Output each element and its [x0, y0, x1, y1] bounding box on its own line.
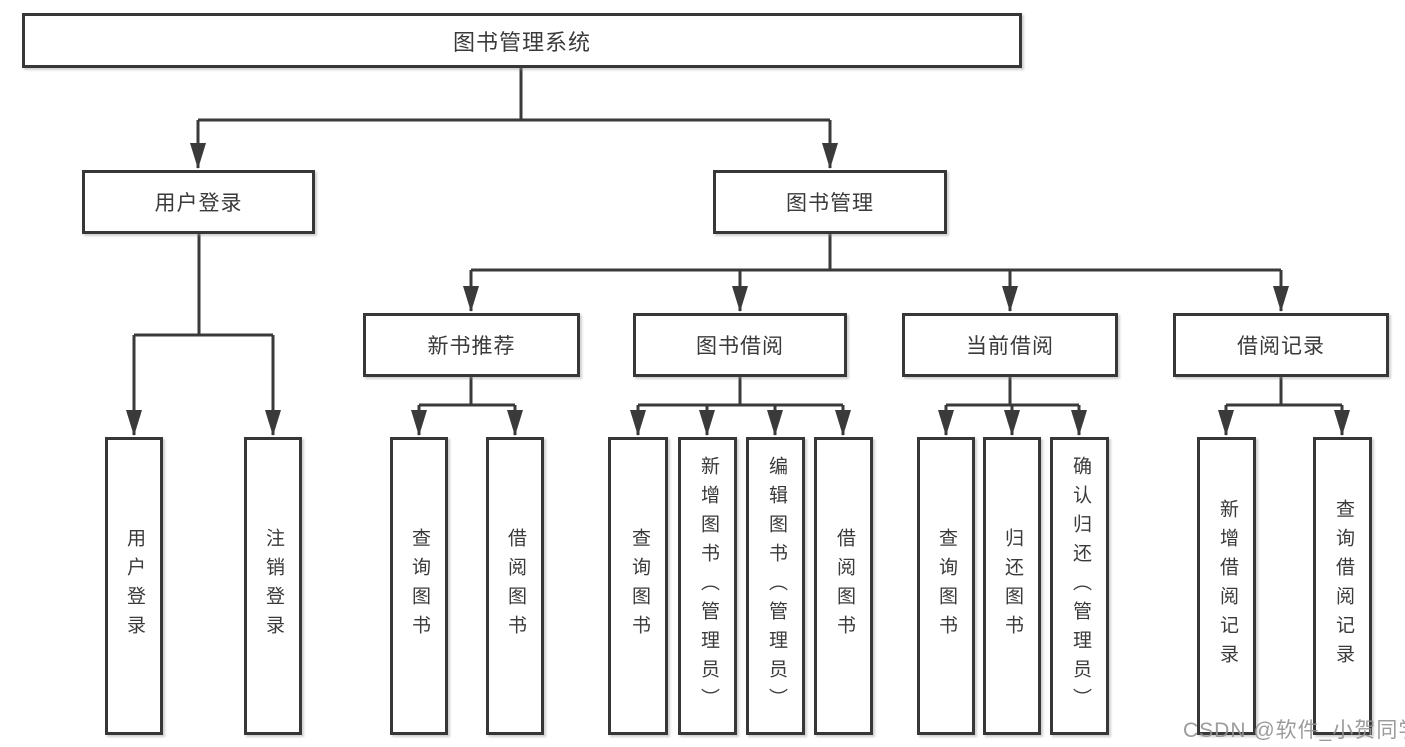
leaf-borrow-books: 借阅图书: [814, 437, 873, 735]
node-new-book-recommend: 新书推荐: [363, 313, 580, 377]
leaf-user-login: 用户登录: [105, 437, 163, 735]
leaf-add-books-admin: 新增图书（管理员）: [678, 437, 737, 735]
leaf-add-borrow-record: 新增借阅记录: [1197, 437, 1256, 735]
leaf-confirm-return-admin: 确认归还（管理员）: [1050, 437, 1109, 735]
leaf-query-books-borrow: 查询图书: [608, 437, 668, 735]
node-book-borrow: 图书借阅: [633, 313, 847, 377]
node-book-management: 图书管理: [713, 170, 947, 234]
watermark: CSDN @软件_小贺同学: [1183, 719, 1405, 742]
node-current-borrow: 当前借阅: [902, 313, 1118, 377]
leaf-borrow-books-recommend: 借阅图书: [486, 437, 544, 735]
leaf-logout: 注销登录: [244, 437, 302, 735]
leaf-query-books-current: 查询图书: [917, 437, 975, 735]
leaf-edit-books-admin: 编辑图书（管理员）: [746, 437, 805, 735]
leaf-query-books-recommend: 查询图书: [390, 437, 448, 735]
leaf-query-borrow-record: 查询借阅记录: [1313, 437, 1372, 735]
node-borrow-records: 借阅记录: [1173, 313, 1389, 377]
node-library-system: 图书管理系统: [22, 13, 1022, 68]
leaf-return-books: 归还图书: [983, 437, 1041, 735]
node-user-login: 用户登录: [82, 170, 315, 234]
